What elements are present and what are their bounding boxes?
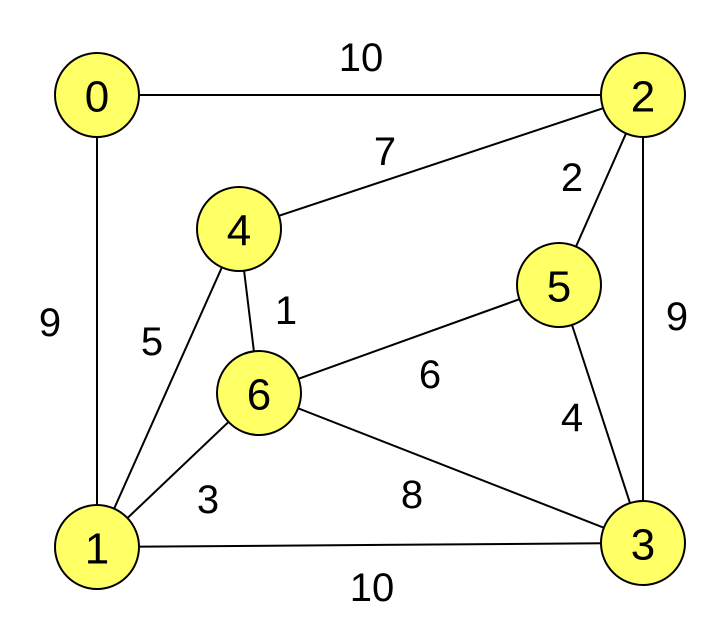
- edge-weight-2-5: 2: [561, 156, 583, 200]
- edge-4-1: [96, 228, 240, 548]
- node-label-2: 2: [631, 73, 655, 122]
- edge-weight-4-1: 5: [141, 320, 163, 364]
- edge-weight-5-6: 6: [419, 353, 441, 397]
- node-3: 3: [600, 500, 686, 586]
- edge-5-6: [258, 284, 560, 394]
- node-0: 0: [54, 52, 140, 138]
- edge-1-3: [96, 542, 644, 548]
- edge-weight-5-3: 4: [561, 396, 583, 440]
- edge-weight-4-6: 1: [275, 289, 297, 333]
- edge-2-4: [238, 94, 644, 230]
- node-label-6: 6: [247, 371, 271, 420]
- node-label-0: 0: [85, 73, 109, 122]
- node-circle-2: [600, 52, 686, 138]
- nodes-layer: 0 1 2 3 4 5 6: [54, 52, 686, 590]
- node-4: 4: [196, 186, 282, 272]
- node-5: 5: [516, 242, 602, 328]
- node-label-5: 5: [547, 263, 571, 312]
- node-2: 2: [600, 52, 686, 138]
- edge-6-3: [258, 392, 644, 544]
- edge-5-3: [558, 284, 644, 544]
- edge-weight-1-3: 10: [350, 566, 395, 610]
- edge-weight-6-3: 8: [401, 473, 423, 517]
- node-circle-5: [516, 242, 602, 328]
- node-1: 1: [54, 504, 140, 590]
- node-circle-0: [54, 52, 140, 138]
- node-circle-1: [54, 504, 140, 590]
- node-6: 6: [216, 350, 302, 436]
- edge-weight-6-1: 3: [197, 478, 219, 522]
- node-label-4: 4: [227, 207, 251, 256]
- node-label-1: 1: [85, 525, 109, 574]
- edge-weight-0-2: 10: [339, 36, 384, 80]
- node-circle-4: [196, 186, 282, 272]
- edge-weight-2-3: 9: [666, 295, 688, 339]
- edge-weight-0-1: 9: [39, 301, 61, 345]
- node-circle-6: [216, 350, 302, 436]
- node-label-3: 3: [631, 521, 655, 570]
- node-circle-3: [600, 500, 686, 586]
- edge-weight-2-4: 7: [374, 130, 396, 174]
